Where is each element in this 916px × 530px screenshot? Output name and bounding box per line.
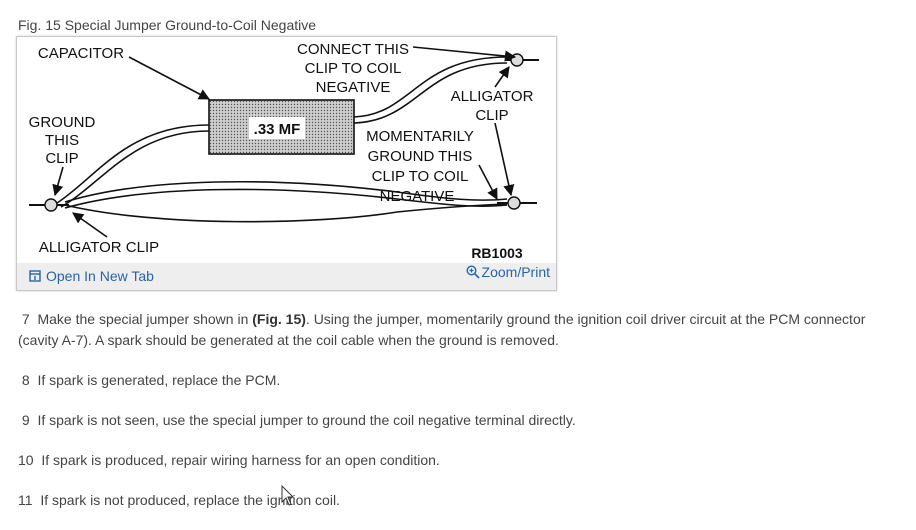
label-ground-2: THIS <box>45 132 79 149</box>
step-7: 7 Make the special jumper shown in (Fig.… <box>18 309 898 351</box>
figure-reference: (Fig. 15) <box>252 311 306 327</box>
arrow-capacitor <box>128 56 210 100</box>
wire-capacitor-to-top-clip <box>353 56 508 124</box>
figure-caption: Fig. 15 Special Jumper Ground-to-Coil Ne… <box>18 17 317 33</box>
open-in-new-tab-link[interactable]: Open In New Tab <box>29 268 154 284</box>
arrow-connect-clip <box>412 46 517 62</box>
step-number: 7 <box>21 311 30 327</box>
step-text: . Using the jumper, momentarily ground t… <box>18 311 866 348</box>
zoom-in-icon <box>466 265 480 279</box>
label-capacitor: CAPACITOR <box>38 45 124 62</box>
jumper-diagram: .33 MF CAPACITOR CONNECT <box>29 41 539 261</box>
step-text: If spark is not seen, use the special ju… <box>37 412 576 428</box>
label-connect-3: NEGATIVE <box>316 79 391 96</box>
label-alligator-bottom: ALLIGATOR CLIP <box>39 239 159 256</box>
label-ground-1: GROUND <box>29 114 96 131</box>
step-10: 10 If spark is produced, repair wiring h… <box>18 450 898 471</box>
label-alligator-top-2: CLIP <box>475 107 508 124</box>
open-new-tab-icon <box>29 270 41 282</box>
label-momentary-1: MOMENTARILY <box>366 128 474 145</box>
arrow-ground-clip <box>52 166 64 197</box>
label-connect-2: CLIP TO COIL <box>305 60 402 77</box>
step-number: 11 <box>18 492 33 508</box>
label-figure-code: RB1003 <box>471 245 523 261</box>
arrow-alligator-bottom <box>72 212 108 238</box>
alligator-clip-left-icon <box>29 198 69 212</box>
alligator-clip-bottom-icon <box>497 196 537 210</box>
figure-toolbar: Open In New Tab Zoom/Print <box>17 263 556 290</box>
arrow-alligator-right <box>494 122 515 197</box>
wire-left-to-capacitor <box>56 124 210 208</box>
arrow-momentary <box>478 164 498 200</box>
figure-frame: .33 MF CAPACITOR CONNECT <box>16 36 557 291</box>
step-number: 9 <box>21 412 30 428</box>
arrow-alligator-top <box>494 66 510 88</box>
step-9: 9 If spark is not seen, use the special … <box>18 410 898 431</box>
label-ground-3: CLIP <box>45 150 78 167</box>
label-momentary-4: NEGATIVE <box>380 188 455 205</box>
step-8: 8 If spark is generated, replace the PCM… <box>18 370 898 391</box>
step-11: 11 If spark is not produced, replace the… <box>18 490 898 511</box>
zoom-print-link[interactable]: Zoom/Print <box>466 264 550 280</box>
mouse-cursor-icon <box>281 485 295 506</box>
step-text: If spark is not produced, replace the ig… <box>40 492 340 508</box>
open-in-new-tab-label: Open In New Tab <box>46 268 154 284</box>
label-connect-1: CONNECT THIS <box>297 41 409 58</box>
step-number: 10 <box>18 452 34 468</box>
zoom-print-label: Zoom/Print <box>481 264 550 280</box>
label-alligator-top-1: ALLIGATOR <box>451 88 534 105</box>
step-number: 8 <box>21 372 30 388</box>
label-momentary-2: GROUND THIS <box>368 148 473 165</box>
capacitor-value: .33 MF <box>254 121 301 138</box>
step-text: Make the special jumper shown in <box>37 311 253 327</box>
step-text: If spark is generated, replace the PCM. <box>37 372 281 388</box>
label-momentary-3: CLIP TO COIL <box>372 168 469 185</box>
step-text: If spark is produced, repair wiring harn… <box>41 452 440 468</box>
wire-bottom-return <box>64 180 508 223</box>
